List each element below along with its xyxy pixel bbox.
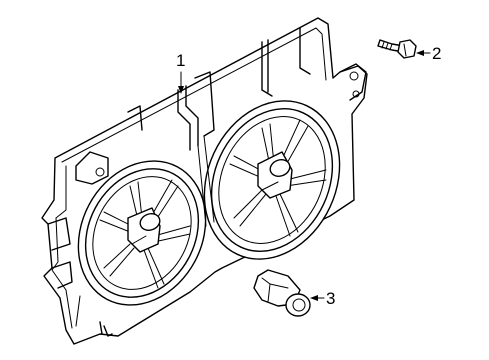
callout-2-label: 2 xyxy=(432,44,441,63)
left-fan xyxy=(77,160,207,306)
callout-1-label: 1 xyxy=(176,51,185,70)
fan-shroud xyxy=(41,17,368,345)
callout-2: 2 xyxy=(416,44,441,63)
callout-3-label: 3 xyxy=(326,289,335,308)
callout-1: 1 xyxy=(176,51,185,94)
bolt-part xyxy=(377,39,417,59)
connector-part xyxy=(253,269,311,317)
right-fan xyxy=(203,100,341,260)
callout-3: 3 xyxy=(310,289,335,308)
